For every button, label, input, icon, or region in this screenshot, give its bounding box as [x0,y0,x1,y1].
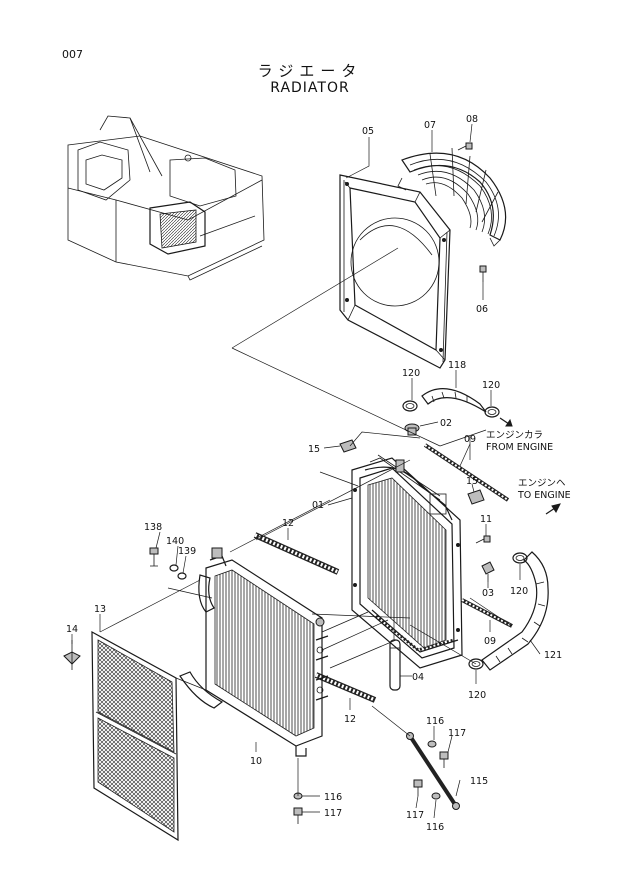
callout-116a: 116 [426,716,444,727]
callout-120c: 120 [510,586,528,597]
bolt-11 [475,535,491,544]
radiator-core [351,454,463,669]
callout-07: 07 [424,120,436,131]
radiator-cap-02 [404,423,420,436]
note-to-engine-jp: エンジンヘ [518,478,566,489]
callout-11: 11 [480,514,492,525]
lower-hose-121 [481,551,549,671]
clamp-120c [512,552,528,564]
callout-08: 08 [466,114,478,125]
oil-cooler [179,547,329,757]
callout-15b: 15 [466,476,478,487]
callout-117a: 117 [448,728,466,739]
bar-12b [314,672,377,703]
note-to-engine-en: TO ENGINE [517,490,571,501]
callout-139: 139 [178,546,196,557]
bolt-117a [439,751,449,768]
page-number: 007 [62,48,83,61]
callout-140: 140 [166,536,184,547]
flow-notes: エンジンカラ FROM ENGINE エンジンヘ TO ENGINE [486,430,571,501]
fan-shroud [339,174,451,369]
stay-rod-09b [461,598,513,628]
bolt-138 [149,547,159,567]
wing-bolt-14 [63,640,81,670]
bolt-06 [479,265,487,282]
callout-115: 115 [470,776,488,787]
callout-12a: 12 [282,518,294,529]
callout-01: 01 [312,500,324,511]
callout-15a: 15 [308,444,320,455]
callout-09a: 09 [464,434,476,445]
callout-120a: 120 [402,368,420,379]
leader-lines [71,123,541,819]
callout-labels: 05 07 08 06 120 118 120 02 15 09 15 01 1… [66,114,562,833]
callout-116c: 116 [426,822,444,833]
fan-guard [397,147,507,247]
washer-139 [177,572,187,580]
callout-13: 13 [94,604,106,615]
drain-hose-04 [389,639,401,691]
callout-120d: 120 [468,690,486,701]
flow-arrows [499,417,561,515]
callout-138: 138 [144,522,162,533]
callout-118: 118 [448,360,466,371]
stay-rod-09a [423,443,510,502]
callout-121: 121 [544,650,562,661]
callout-12b: 12 [344,714,356,725]
upper-hose-118 [421,388,487,413]
stay-115 [406,732,460,810]
callout-116b: 116 [324,792,342,803]
clamp-120d [468,658,484,670]
callout-14: 14 [66,624,78,635]
callout-117b: 117 [324,808,342,819]
callout-06: 06 [476,304,488,315]
note-from-engine-jp: エンジンカラ [486,430,543,441]
drain-cock-03 [481,561,495,582]
bolt-08 [457,142,473,151]
callout-03: 03 [482,588,494,599]
callout-02: 02 [440,418,452,429]
clamp-120a [402,400,418,412]
bar-12a [253,532,340,575]
net-screen [91,630,179,842]
note-from-engine-en: FROM ENGINE [486,442,553,453]
rubber-mount-15b [467,489,485,505]
bolt-117c [413,779,423,796]
washer-116c [431,792,441,800]
callout-05: 05 [362,126,374,137]
callout-04: 04 [412,672,424,683]
assembly-lines [99,247,513,796]
rubber-mount-15a [339,439,357,453]
title-english: RADIATOR [270,80,350,96]
callout-117c: 117 [406,810,424,821]
clamp-120b [484,406,500,418]
bolt-117b [293,807,303,824]
callout-120b: 120 [482,380,500,391]
callout-09b: 09 [484,636,496,647]
title-japanese: ラジエータ [257,62,363,80]
washer-140 [169,564,179,572]
washer-116a [427,740,437,748]
callout-10: 10 [250,756,262,767]
excavator-location-sketch [67,115,265,281]
